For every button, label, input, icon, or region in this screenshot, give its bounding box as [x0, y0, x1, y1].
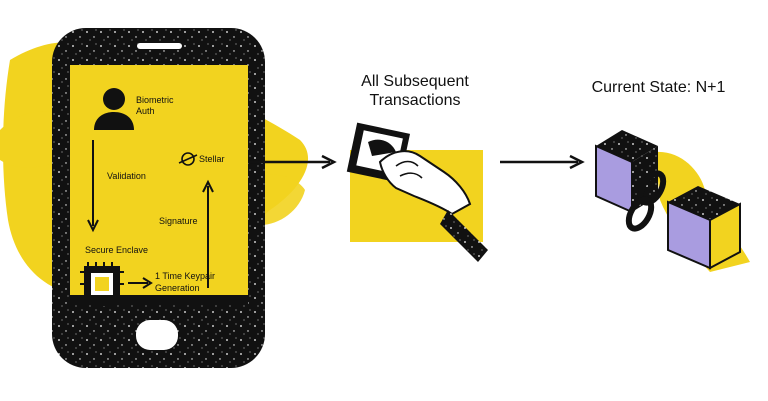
- phone-screen: [70, 65, 248, 305]
- chain-link-icon: [625, 170, 667, 232]
- keypair-label-line1: 1 Time Keypair: [155, 271, 216, 281]
- transactions-title-line2: Transactions: [369, 92, 461, 109]
- validation-label: Validation: [107, 171, 146, 181]
- chained-blocks-illustration: [595, 130, 750, 272]
- chip-to-keypair-arrow: [128, 277, 153, 289]
- biometric-label-line1: Biometric: [136, 95, 174, 105]
- validation-arrow: [87, 140, 99, 233]
- user-icon: [94, 88, 134, 130]
- signature-arrow: [202, 179, 214, 288]
- chip-icon: [80, 262, 124, 306]
- keypair-label-line2: Generation: [155, 283, 200, 293]
- secure-enclave-label: Secure Enclave: [85, 245, 149, 255]
- current-state-title: Current State: N+1: [591, 79, 726, 96]
- signature-label: Signature: [159, 216, 198, 226]
- phone-illustration: [52, 28, 265, 368]
- home-button: [136, 320, 178, 350]
- hand-inserting-card-illustration: [346, 122, 488, 262]
- flow-arrow-2: [500, 154, 585, 170]
- stellar-logo-icon: [178, 152, 198, 166]
- block-right: [667, 186, 741, 270]
- transactions-title-line1: All Subsequent: [361, 73, 469, 90]
- phone-speaker: [137, 43, 182, 49]
- flow-arrow-1: [248, 154, 337, 170]
- stellar-label: Stellar: [199, 154, 225, 164]
- biometric-label-line2: Auth: [136, 106, 155, 116]
